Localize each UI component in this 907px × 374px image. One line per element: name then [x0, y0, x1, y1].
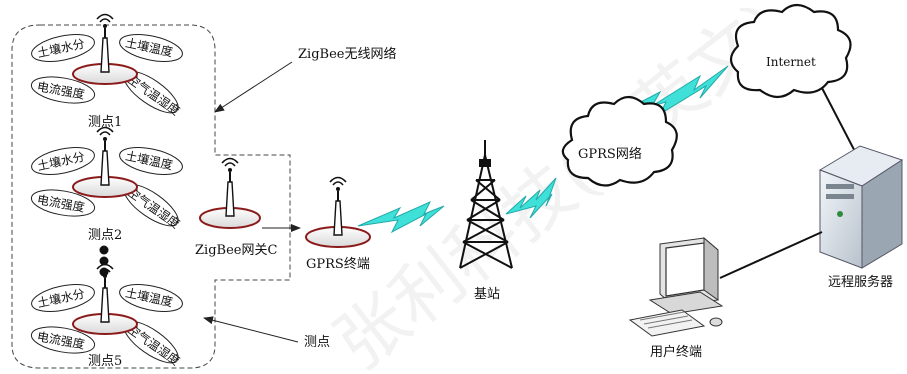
- measure-point-label: 测点: [304, 335, 330, 350]
- internet-cloud: [729, 3, 852, 99]
- remote-server-icon: [818, 145, 904, 269]
- remote-server-label: 远程服务器: [828, 274, 893, 290]
- zigbee-network-boundary: [11, 24, 291, 369]
- gprs-network-label: GPRS网络: [578, 146, 642, 162]
- zigbee-network-arrow: [214, 61, 293, 113]
- wireless-link-terminal-to-station: [357, 200, 445, 234]
- gateway-label: ZigBee网关C: [195, 243, 277, 258]
- point-1-label: 测点1: [88, 115, 122, 130]
- user-terminal-label: 用户终端: [650, 344, 702, 360]
- gprs-terminal: [305, 176, 371, 248]
- sensor-node-1: 土壤水分 土壤温度 电流强度 空气温湿度: [30, 13, 183, 118]
- gprs-terminal-label: GPRS终端: [306, 256, 370, 272]
- user-terminal-icon: [628, 236, 724, 337]
- zigbee-gateway: [199, 157, 261, 229]
- server-to-user-link: [719, 231, 823, 279]
- gprs-network-cloud: [561, 95, 678, 187]
- zigbee-network-label: ZigBee无线网络: [298, 46, 396, 62]
- point-5-label: 测点5: [88, 354, 122, 369]
- base-station-tower: [459, 140, 513, 269]
- measure-point-arrow: [203, 316, 299, 343]
- wireless-link-station-to-gprs: [505, 177, 557, 219]
- sensor-node-2: 土壤水分 土壤温度 电流强度 空气温湿度: [30, 126, 183, 231]
- point-2-label: 测点2: [88, 228, 122, 243]
- base-station-label: 基站: [474, 287, 500, 302]
- internet-label: Internet: [766, 55, 816, 69]
